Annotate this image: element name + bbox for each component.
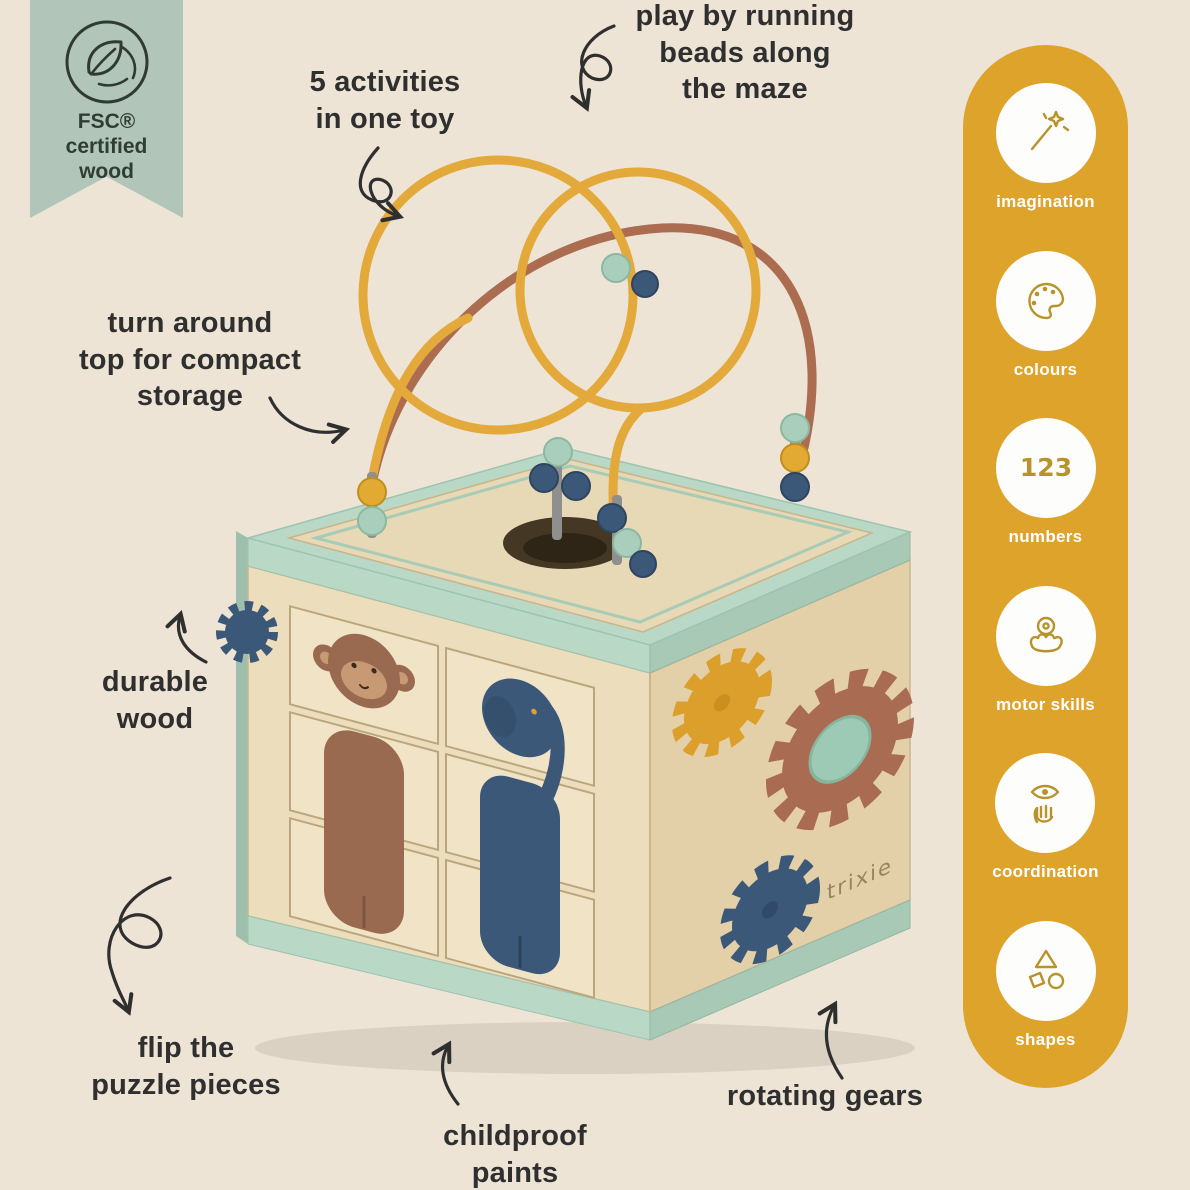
note-beads: play by running beads along the maze <box>635 0 855 106</box>
maze-beads <box>357 253 810 578</box>
cube-shadow <box>255 1022 915 1074</box>
coordination-icon <box>1031 785 1060 824</box>
bead-maze <box>357 155 817 578</box>
note-turn-around: turn around top for compact storage <box>78 307 302 413</box>
feature-label: coordination <box>992 862 1099 882</box>
feature-circle <box>995 753 1096 854</box>
feature-imagination: imagination <box>995 83 1096 212</box>
fsc-label: FSC® certified wood <box>66 110 148 184</box>
feature-label: numbers <box>1008 527 1083 547</box>
feature-motor-skills: motor skills <box>995 585 1096 715</box>
monkey-puzzle <box>313 633 415 934</box>
durable-wood-arrow <box>165 609 208 664</box>
puzzle-tiles <box>289 604 595 999</box>
feature-label: shapes <box>1015 1029 1076 1049</box>
activity-cube: trixie <box>216 447 914 1041</box>
activities-arrow <box>358 146 404 223</box>
fsc-line1: FSC® <box>77 110 136 133</box>
feature-coordination: coordination <box>992 753 1099 882</box>
motor-skills-icon <box>1029 616 1063 653</box>
beads-arrow <box>570 24 616 112</box>
brown-gear <box>766 668 914 831</box>
fsc-line2: certified <box>65 134 148 158</box>
feature-circle <box>995 83 1096 183</box>
shapes-icon <box>1028 949 1064 990</box>
feature-circle <box>995 250 1096 351</box>
numbers-icon: 123 <box>1020 453 1072 482</box>
note-durable: durable wood <box>101 666 209 735</box>
rotating-gears-arrow <box>817 1000 844 1080</box>
feature-circle <box>995 920 1096 1021</box>
yellow-wire <box>358 155 761 523</box>
note-activities: 5 activities in one toy <box>309 66 461 135</box>
flip-arrow <box>107 876 172 1016</box>
note-flip: flip the puzzle pieces <box>91 1032 281 1101</box>
palette-icon <box>1027 282 1064 319</box>
feature-label: colours <box>1013 359 1078 379</box>
feature-circle <box>995 585 1096 686</box>
blue-gear <box>720 855 820 965</box>
fsc-line3: wood <box>79 159 134 183</box>
rust-wire <box>367 223 817 489</box>
feature-label: imagination <box>996 192 1095 211</box>
annotation-arrows <box>107 24 844 1106</box>
feature-numbers: 123 numbers <box>995 418 1096 547</box>
feature-colours: colours <box>995 250 1096 380</box>
features-pill: imagination colours 123 numbers <box>963 45 1128 1088</box>
side-blue-gear <box>216 601 278 663</box>
feature-label: motor skills <box>995 694 1096 714</box>
feature-circle: 123 <box>995 418 1096 519</box>
mustard-gear <box>672 648 772 758</box>
note-rotating: rotating gears <box>726 1080 924 1112</box>
childproof-arrow <box>431 1040 460 1106</box>
elephant-puzzle <box>480 678 565 975</box>
cube-left-edge <box>236 531 248 944</box>
feature-shapes: shapes <box>995 920 1096 1050</box>
cube-top-face <box>245 447 913 646</box>
wand-icon <box>1030 110 1069 151</box>
note-childproof: childproof paints <box>443 1120 587 1189</box>
svg-text:123: 123 <box>1020 453 1072 482</box>
fsc-globe-leaf-icon <box>65 20 148 104</box>
turn-around-arrow <box>268 396 351 444</box>
